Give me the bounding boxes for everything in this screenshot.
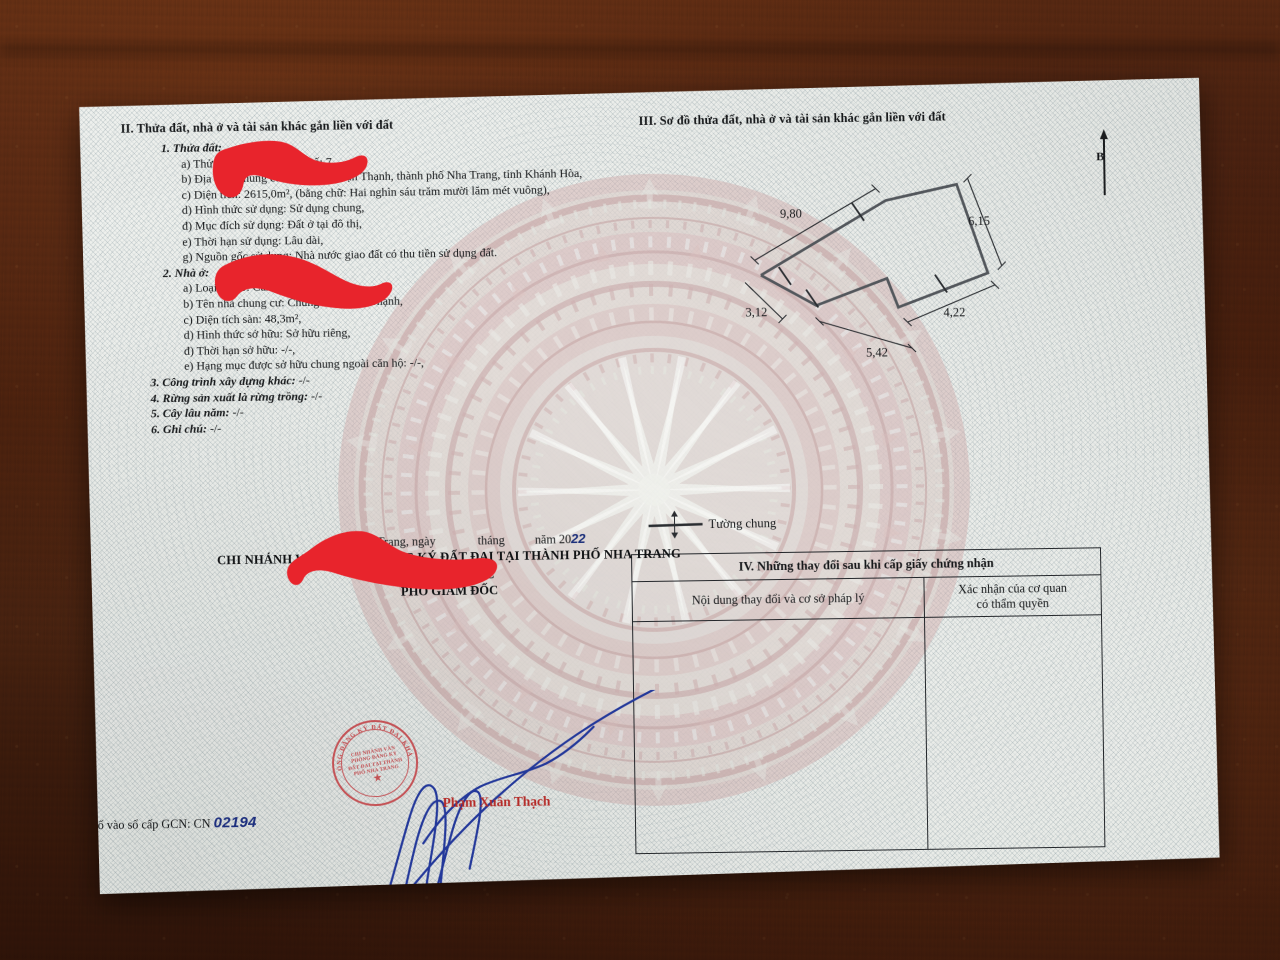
dong-son-drum-watermark: [331, 167, 976, 812]
parcel-plan-drawing: 9,80 6,15 3,12 4,22 5,42: [745, 152, 1069, 407]
dim-bottom: 5,42: [866, 345, 888, 359]
certificate-sheet: II. Thửa đất, nhà ở và tài sản khác gắn …: [72, 78, 1220, 895]
dim-right: 6,15: [968, 214, 990, 228]
legend-shared-wall: Tường chung: [646, 507, 826, 544]
dim-top: 9,80: [780, 207, 802, 221]
redaction-marks: [72, 78, 1220, 895]
dim-left: 3,12: [745, 305, 767, 319]
dim-bottom-right: 4,22: [943, 305, 965, 319]
